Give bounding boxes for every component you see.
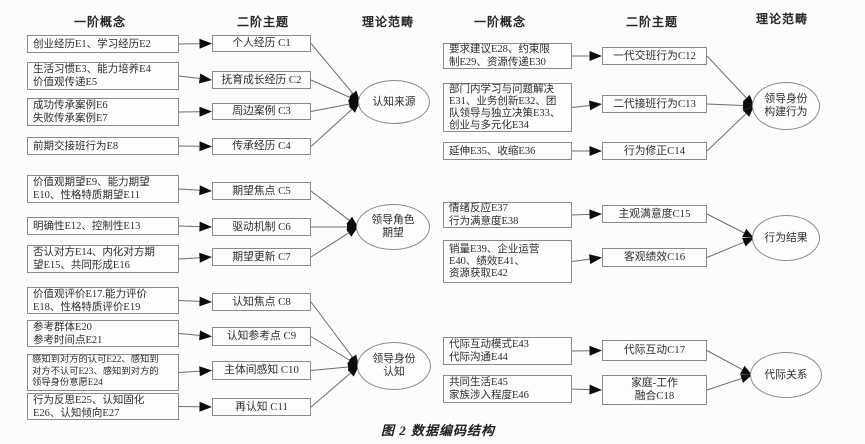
first-order-concept-box: 代际互动模式E43 代际沟通E44 [443,337,572,365]
column-header-theory-left: 理论范畴 [361,15,414,29]
theory-category-ellipse: 认知来源 [358,80,430,124]
first-order-concept-box: 行为反思E25、认知固化 E26、认知倾向E27 [27,393,179,420]
first-order-concept-box: 价值观评价E17.能力评价 E18、性格特质评价E19 [27,287,179,314]
second-order-theme-box: 认知参考点 C9 [212,327,311,346]
column-header-second-order-right: 二阶主题 [625,15,678,29]
second-order-theme-box: 客观绩效C16 [602,248,707,267]
first-order-concept-box: 部门内学习与问题解决 E31、业务创新E32、团 队领导与独立决策E33、 创业… [443,83,572,132]
first-order-concept-box: 前期交接班行为E8 [27,137,179,155]
first-order-concept-box: 价值观期望E9、能力期望 E10、性格特质期望E11 [27,175,179,203]
figure-caption: 图 2 数据编码结构 [380,423,495,438]
first-order-concept-box: 情绪反应E37 行为满意度E38 [443,202,572,228]
first-order-concept-box: 共同生活E45 家族涉入程度E46 [443,375,572,403]
column-header-first-order-right: 一阶概念 [473,15,526,29]
second-order-theme-box: 二代接班行为C13 [602,95,707,113]
second-order-theme-box: 主观满意度C15 [602,205,707,223]
first-order-concept-box: 销量E39、企业运营 E40、绩效E41、 资源获取E42 [443,240,572,283]
second-order-theme-box: 认知焦点 C8 [212,293,311,311]
column-header-second-order-left: 二阶主题 [236,15,289,29]
theory-category-ellipse: 领导身份 构建行为 [752,82,820,130]
second-order-theme-box: 行为修正C14 [602,142,707,160]
second-order-theme-box: 期望焦点 C5 [212,182,311,200]
first-order-concept-box: 感知到对方的认可E22、感知到 对方不认可E23、感知到对方的 领导身份意愿E2… [27,354,179,391]
second-order-theme-box: 周边案例 C3 [212,103,311,120]
second-order-theme-box: 一代交班行为C12 [602,47,707,65]
first-order-concept-box: 延伸E35、收缩E36 [443,142,572,160]
second-order-theme-box: 主体间感知 C10 [212,361,311,380]
theory-category-ellipse: 领导身份 认知 [357,342,431,390]
first-order-concept-box: 参考群体E20 参考时间点E21 [27,320,179,347]
first-order-concept-box: 成功传承案例E6 失败传承案例E7 [27,98,179,126]
theory-category-ellipse: 行为结果 [752,215,820,261]
first-order-concept-box: 要求建议E28、约束限 制E29、资源传递E30 [443,43,572,69]
first-order-concept-box: 生活习惯E3、能力培养E4 价值观传递E5 [27,62,179,90]
first-order-concept-box: 明确性E12、控制性E13 [27,217,179,235]
second-order-theme-box: 抚育成长经历 C2 [212,71,311,89]
theory-category-ellipse: 领导角色 期望 [356,204,430,250]
first-order-concept-box: 创业经历E1、学习经历E2 [27,35,179,53]
second-order-theme-box: 再认知 C11 [212,398,311,416]
theory-category-ellipse: 代际关系 [750,352,822,398]
second-order-theme-box: 传承经历 C4 [212,138,311,155]
second-order-theme-box: 个人经历 C1 [212,35,311,52]
second-order-theme-box: 家庭-工作 融合C18 [602,375,707,405]
second-order-theme-box: 驱动机制 C6 [212,218,311,236]
column-header-theory-right: 理论范畴 [755,12,808,26]
second-order-theme-box: 期望更新 C7 [212,248,311,266]
second-order-theme-box: 代际互动C17 [602,340,707,361]
first-order-concept-box: 否认对方E14、内化对方期 望E15、共同形成E16 [27,245,179,273]
column-header-first-order-left: 一阶概念 [73,15,126,29]
